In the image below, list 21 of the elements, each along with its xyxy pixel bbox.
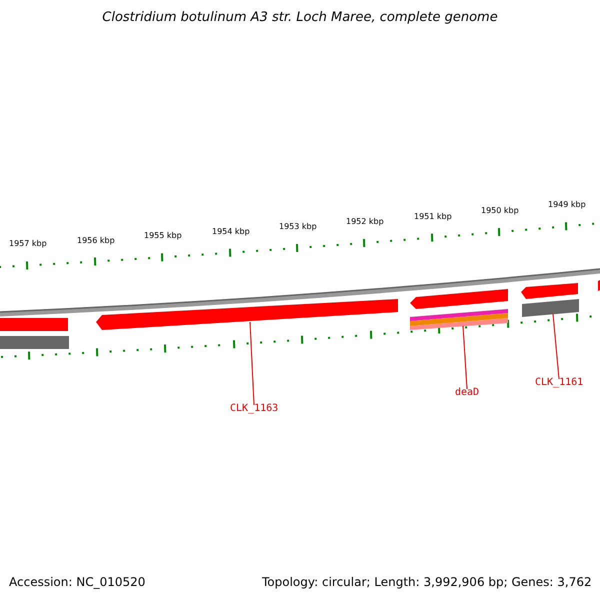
scale-label: 1954 kbp <box>212 226 250 236</box>
scale-label: 1955 kbp <box>144 231 182 240</box>
scale-label: 1956 kbp <box>77 236 115 244</box>
scale-label: 1949 kbp <box>548 200 586 210</box>
accession-text: Accession: NC_010520 <box>9 575 146 589</box>
gene-label: CLK_1163 <box>230 403 278 414</box>
scale-label: 1952 kbp <box>346 217 384 226</box>
leader-line <box>552 314 560 380</box>
gene-label: deaD <box>455 387 480 398</box>
scale-label: 1953 kbp <box>279 222 317 232</box>
title: Clostridium botulinum A3 str. Loch Maree, complete genome <box>101 10 499 25</box>
gene-label: CLK_1161 <box>535 377 584 388</box>
scale-label: 1957 kbp <box>9 239 47 248</box>
gene-feature-drawing <box>410 289 508 330</box>
gene-feature <box>96 299 398 330</box>
scale-label: 1951 kbp <box>414 212 452 221</box>
scale-label: 1950 kbp <box>481 206 519 216</box>
gene-bar <box>522 299 579 317</box>
leader-line <box>462 326 468 390</box>
leader-line <box>250 322 254 406</box>
genome-summary-text: Topology: circular; Length: 3,992,906 bp; Genes: 3,762 <box>262 575 592 589</box>
